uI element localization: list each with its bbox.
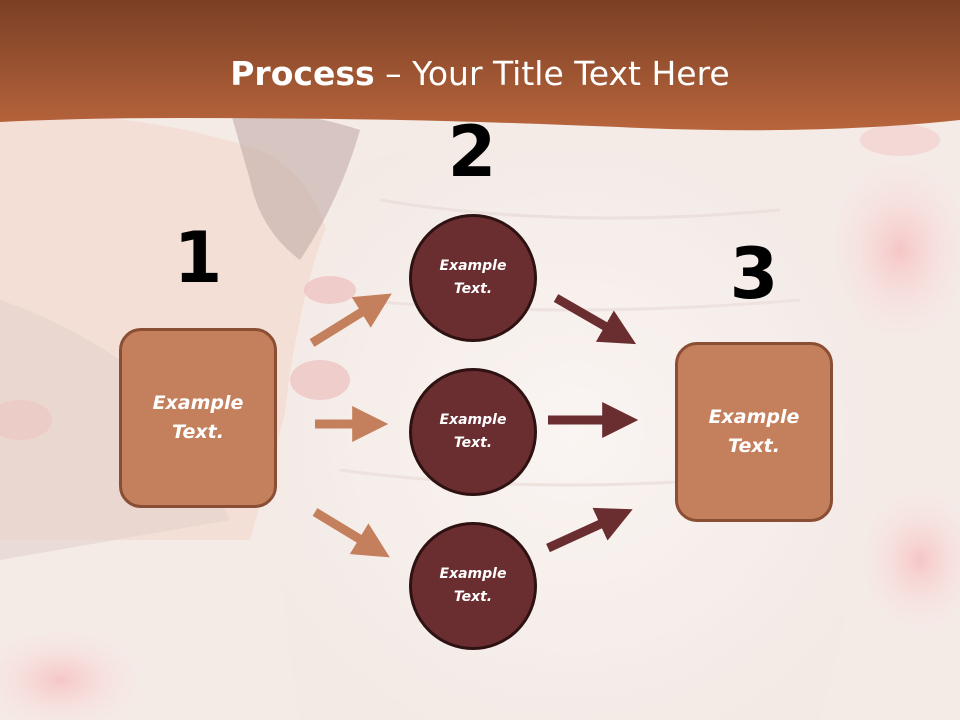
title-bold: Process <box>230 54 375 93</box>
step-number-2: 2 <box>447 111 497 193</box>
page-title: Process – Your Title Text Here <box>0 52 960 96</box>
arrow-box1-to-top <box>309 293 392 347</box>
step-number-1: 1 <box>173 217 223 299</box>
title-rest: – Your Title Text Here <box>374 54 730 93</box>
step-number-3: 3 <box>729 233 779 315</box>
arrow-bottom-to-box3 <box>546 507 633 553</box>
arrow-top-to-box3 <box>553 294 637 345</box>
header-band <box>0 0 960 131</box>
arrow-box1-to-bottom <box>312 508 390 558</box>
